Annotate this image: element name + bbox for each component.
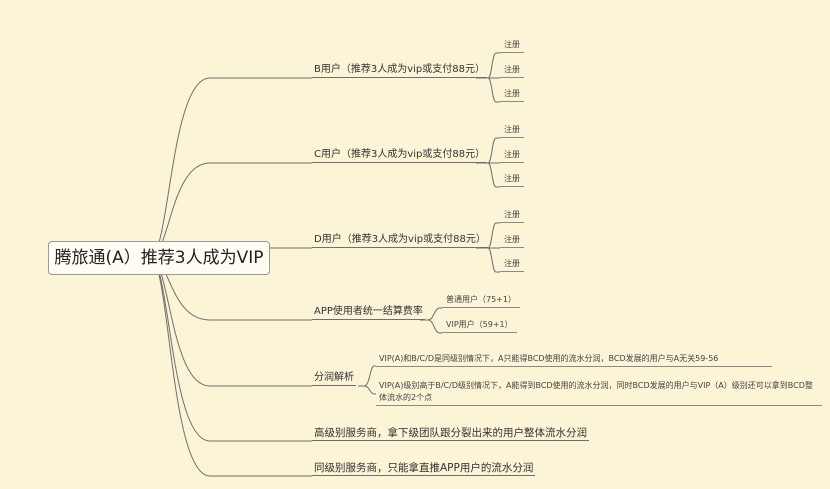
root-node[interactable]: 腾旅通(A）推荐3人成为VIP	[48, 241, 270, 275]
leaf-register[interactable]: 注册	[500, 148, 524, 163]
leaf-register[interactable]: 注册	[500, 87, 524, 102]
leaf-register[interactable]: 注册	[500, 38, 524, 53]
leaf-register[interactable]: 注册	[500, 172, 524, 187]
leaf-register[interactable]: 注册	[500, 63, 524, 78]
note-same-level[interactable]: VIP(A)和B/C/D是同级别情况下，A只能得BCD使用的流水分润，BCD发展…	[376, 352, 772, 367]
branch-to-leaf-link	[476, 77, 500, 103]
branch-peer-provider[interactable]: 同级别服务商，只能拿直推APP用户的流水分润	[312, 462, 536, 476]
branch-profit-analysis[interactable]: 分润解析	[312, 371, 356, 386]
branch-c-user[interactable]: C用户（推荐3人成为vip或支付88元）	[312, 148, 488, 163]
branch-to-note-link	[358, 385, 376, 395]
branch-d-user[interactable]: D用户（推荐3人成为vip或支付88元）	[312, 233, 488, 248]
root-to-branch-link	[149, 256, 312, 477]
leaf-register[interactable]: 注册	[500, 208, 524, 223]
root-to-branch-link	[149, 77, 312, 258]
branch-to-note-link	[358, 365, 376, 387]
root-to-branch-link	[149, 256, 312, 387]
leaf-vip-user[interactable]: VIP用户（59+1）	[442, 318, 517, 333]
leaf-register[interactable]: 注册	[500, 123, 524, 138]
branch-to-leaf-link	[476, 162, 500, 188]
branch-app-fee-rate[interactable]: APP使用者统一结算费率	[312, 305, 425, 320]
branch-senior-provider[interactable]: 高级别服务商，拿下级团队跟分裂出来的用户整体流水分润	[312, 427, 589, 441]
root-to-branch-link	[149, 256, 312, 442]
branch-b-user[interactable]: B用户（推荐3人成为vip或支付88元）	[312, 63, 487, 78]
branch-to-leaf-link	[420, 319, 442, 334]
note-higher-level[interactable]: VIP(A)级别高于B/C/D级别情况下，A能得到BCD使用的流水分润，同时BC…	[376, 379, 822, 406]
leaf-register[interactable]: 注册	[500, 257, 524, 272]
leaf-register[interactable]: 注册	[500, 233, 524, 248]
leaf-regular-user[interactable]: 普通用户（75+1）	[442, 293, 520, 308]
branch-to-leaf-link	[476, 247, 500, 273]
